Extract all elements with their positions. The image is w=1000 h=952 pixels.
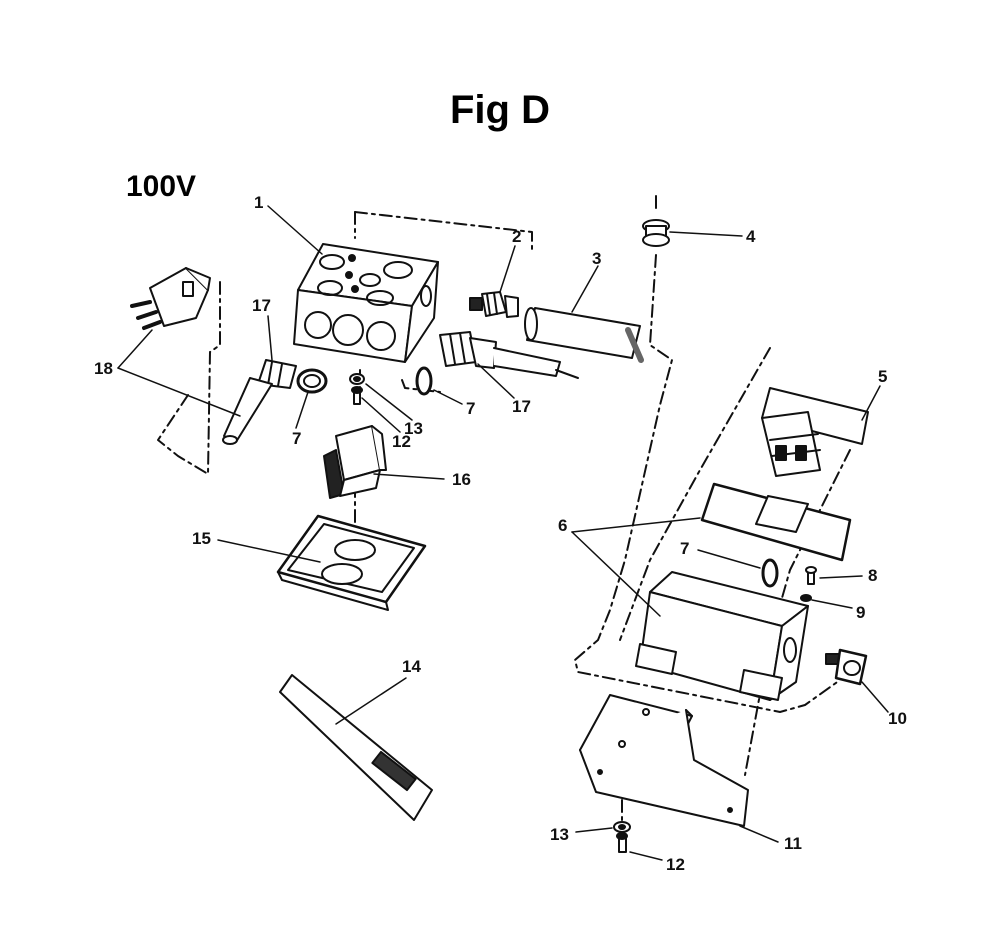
callout-8: 8: [868, 566, 878, 585]
cord-connector: [825, 648, 868, 686]
receptacle: [323, 425, 387, 499]
junction-box: [293, 243, 439, 363]
outlet-cover-plate: [276, 514, 427, 611]
lock-nut-right: [761, 558, 779, 588]
washer-bottom: [613, 821, 631, 833]
callout-1: 1: [254, 193, 264, 212]
callout-13-top: 13: [404, 419, 423, 438]
power-cord-plug: [130, 267, 211, 330]
label: [279, 674, 433, 821]
lock-nut-middle: [415, 366, 433, 396]
washer-top: [349, 373, 365, 385]
screw-b-top: [351, 386, 363, 405]
callout-4: 4: [746, 227, 756, 246]
screw: [805, 566, 817, 585]
cord-connector-b-right: [439, 331, 579, 379]
callout-12-top: 12: [392, 432, 411, 451]
callout-17-left: 17: [252, 296, 271, 315]
callout-14: 14: [402, 657, 421, 676]
callout-6: 6: [558, 516, 568, 535]
callout-2: 2: [512, 227, 522, 246]
lock-nut-left: [296, 368, 328, 394]
callout-5: 5: [878, 367, 888, 386]
callout-18: 18: [94, 359, 113, 378]
switch-box: [635, 571, 809, 701]
switch: [761, 387, 869, 477]
callout-9: 9: [856, 603, 866, 622]
cord-sleeve: [524, 307, 644, 363]
callout-10: 10: [888, 709, 907, 728]
switch-box-plate: [700, 482, 852, 562]
figure-title: Fig D: [450, 88, 550, 132]
cord-connector-b-left: [222, 359, 297, 445]
lock-washer: [800, 594, 812, 602]
callout-7-middle: 7: [466, 399, 476, 418]
grommet: [642, 219, 670, 247]
callout-7-right: 7: [680, 539, 690, 558]
callout-17-right: 17: [512, 397, 531, 416]
callout-7-left: 7: [292, 429, 302, 448]
screw-b-bottom: [616, 832, 628, 853]
callout-16: 16: [452, 470, 471, 489]
callout-15: 15: [192, 529, 211, 548]
strain-relief-connector: [469, 291, 519, 318]
callout-11: 11: [784, 834, 802, 853]
callout-3: 3: [592, 249, 602, 268]
callout-13-bottom: 13: [550, 825, 569, 844]
callout-12-bottom: 12: [666, 855, 685, 874]
mounting-bracket: [579, 694, 749, 827]
voltage-label: 100V: [126, 170, 197, 203]
leader-lines: [117, 205, 889, 861]
